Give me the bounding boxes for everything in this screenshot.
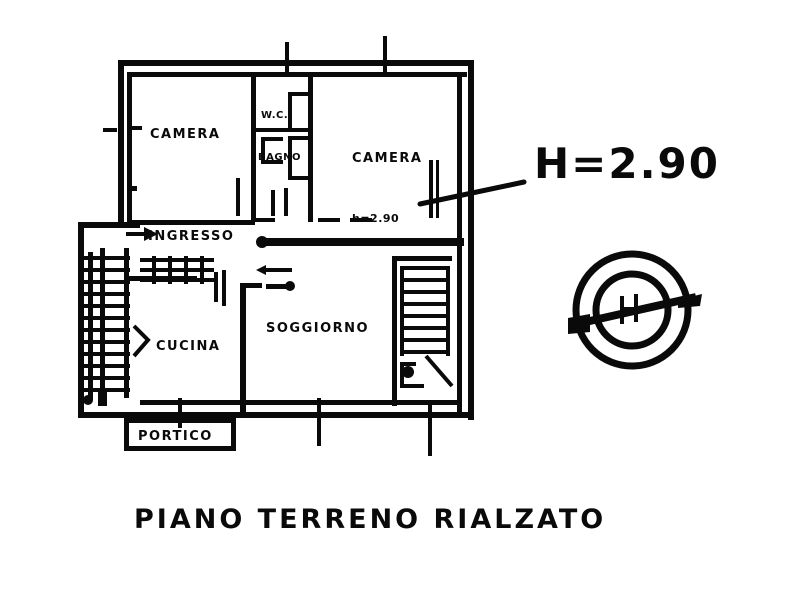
door-openings [103,126,372,358]
inline-ceiling-height-note: h=2.90 [352,212,399,225]
room-label-soggiorno: SOGGIORNO [266,321,369,336]
ceiling-height-annotation: H=2.90 [534,139,720,188]
height-leader-line [417,179,527,207]
room-label-cucina: CUCINA [156,339,220,354]
compass-rose-symbol [568,250,702,370]
room-label-bagno: BAGNO [258,152,301,163]
interior-staircase [400,266,454,388]
room-label-camera-2: CAMERA [352,151,423,166]
exterior-staircase [83,248,130,406]
dimension-ticks [178,36,439,456]
room-label-ingresso: INGRESSO [148,229,234,244]
room-label-camera-1: CAMERA [150,127,221,142]
plan-title: PIANO TERRENO RIALZATO [134,504,606,535]
kitchen-counter-hatching [140,256,214,284]
room-label-wc: W.C. [261,110,288,121]
room-label-portico: PORTICO [138,429,213,444]
